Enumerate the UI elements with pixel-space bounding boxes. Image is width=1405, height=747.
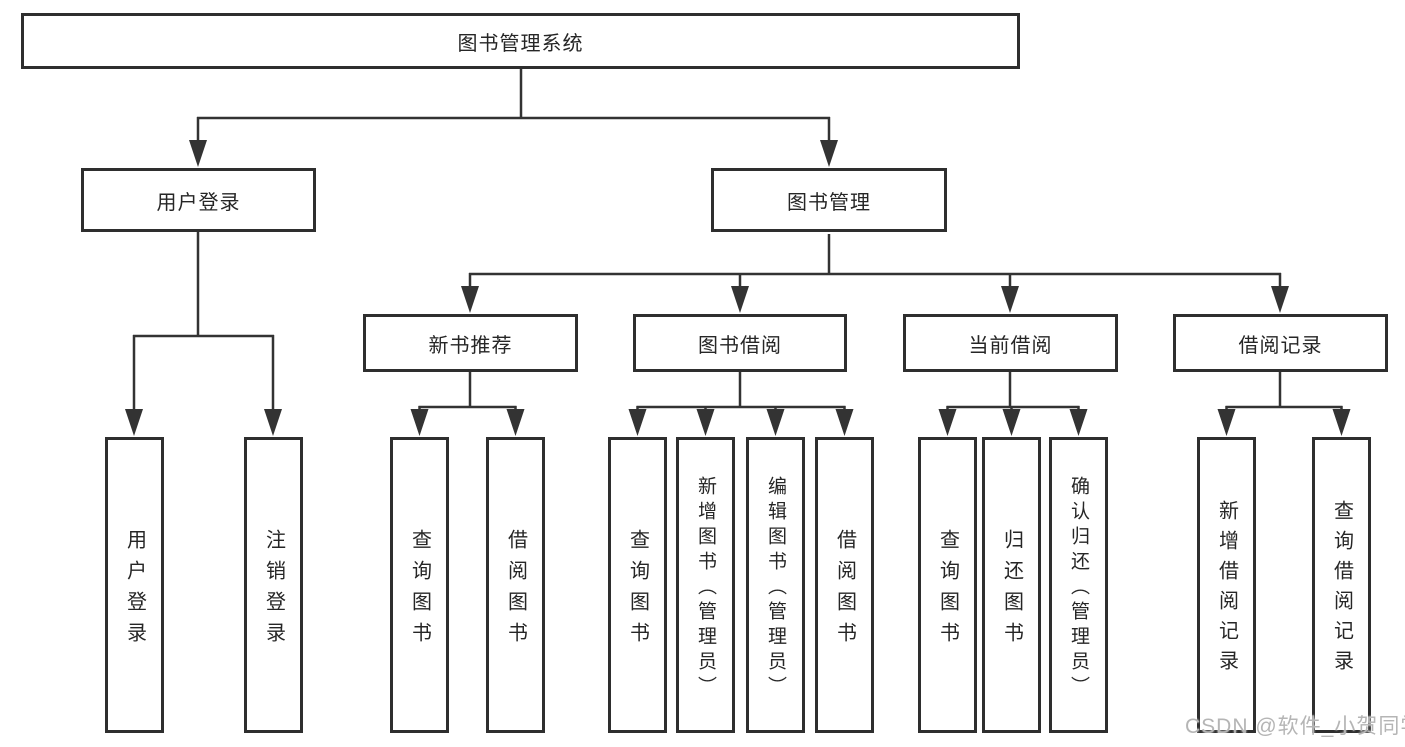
leaf-borrow-books-1: 借阅图书: [486, 437, 545, 733]
leaf-query-books-1: 查询图书: [390, 437, 449, 733]
leaf-query-borrow-record-label: 查询借阅记录: [1330, 500, 1353, 680]
node-user-login-label: 用户登录: [156, 191, 241, 214]
leaf-query-books-2: 查询图书: [608, 437, 667, 733]
leaf-edit-book-admin-label: 编辑图书（管理员）: [765, 475, 786, 701]
leaf-user-login: 用户登录: [105, 437, 164, 733]
leaf-user-login-label: 用户登录: [123, 528, 146, 653]
node-current-borrow: 当前借阅: [903, 314, 1118, 372]
watermark: CSDN @软件_小贺同学: [1185, 715, 1405, 738]
leaf-query-borrow-record: 查询借阅记录: [1312, 437, 1371, 733]
leaf-add-book-admin: 新增图书（管理员）: [676, 437, 735, 733]
node-book-management: 图书管理: [711, 168, 947, 232]
node-book-borrow-label: 图书借阅: [698, 334, 782, 357]
leaf-query-books-3-label: 查询图书: [936, 528, 959, 653]
leaf-add-book-admin-label: 新增图书（管理员）: [695, 475, 716, 701]
leaf-return-books: 归还图书: [982, 437, 1041, 733]
leaf-add-borrow-record: 新增借阅记录: [1197, 437, 1256, 733]
leaf-borrow-books-2: 借阅图书: [815, 437, 874, 733]
node-current-borrow-label: 当前借阅: [968, 334, 1053, 357]
node-borrow-records: 借阅记录: [1173, 314, 1388, 372]
leaf-logout-label: 注销登录: [262, 528, 285, 653]
node-root: 图书管理系统: [21, 13, 1020, 69]
node-root-label: 图书管理系统: [457, 32, 584, 55]
leaf-return-books-label: 归还图书: [1000, 528, 1023, 653]
leaf-borrow-books-2-label: 借阅图书: [833, 528, 856, 653]
node-borrow-records-label: 借阅记录: [1238, 334, 1323, 357]
leaf-edit-book-admin: 编辑图书（管理员）: [746, 437, 805, 733]
leaf-query-books-2-label: 查询图书: [626, 528, 649, 653]
leaf-confirm-return-admin-label: 确认归还（管理员）: [1068, 475, 1089, 701]
leaf-query-books-1-label: 查询图书: [408, 528, 431, 653]
leaf-query-books-3: 查询图书: [918, 437, 977, 733]
leaf-add-borrow-record-label: 新增借阅记录: [1215, 500, 1238, 680]
node-new-book-recommend-label: 新书推荐: [428, 334, 513, 357]
leaf-borrow-books-1-label: 借阅图书: [504, 528, 527, 653]
leaf-logout: 注销登录: [244, 437, 303, 733]
node-book-management-label: 图书管理: [787, 191, 871, 214]
leaf-confirm-return-admin: 确认归还（管理员）: [1049, 437, 1108, 733]
node-new-book-recommend: 新书推荐: [363, 314, 578, 372]
node-user-login: 用户登录: [81, 168, 316, 232]
node-book-borrow: 图书借阅: [633, 314, 847, 372]
